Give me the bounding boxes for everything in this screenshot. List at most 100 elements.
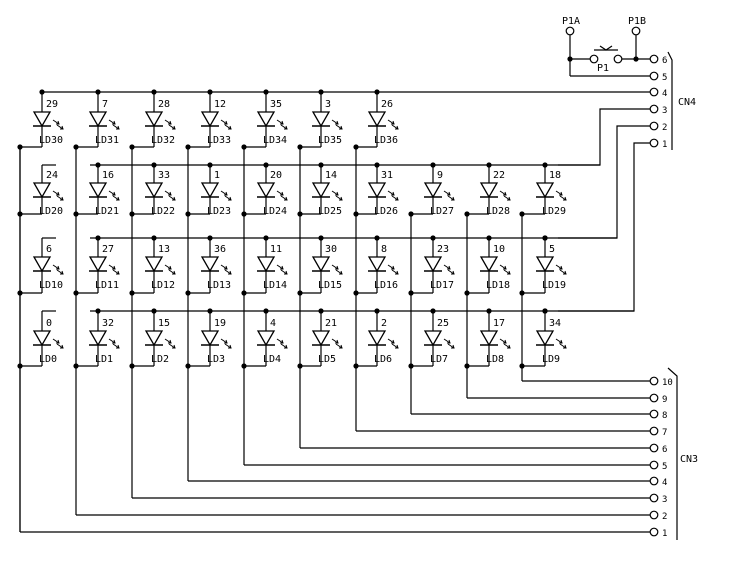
led-diode-icon — [144, 330, 176, 349]
led-diode-icon — [479, 330, 511, 349]
emission-arrow — [108, 119, 116, 125]
emission-arrow — [168, 195, 176, 201]
emission-arrowhead — [447, 265, 451, 270]
emission-arrowhead — [60, 196, 64, 201]
led-number-label: 21 — [325, 318, 337, 329]
cn4-pin-label: 3 — [662, 106, 667, 116]
led-triangle — [535, 256, 555, 273]
junction-dot — [430, 235, 436, 241]
row-to-cn4 — [558, 142, 652, 312]
emission-arrow — [443, 264, 451, 270]
row-to-cn4 — [558, 125, 652, 239]
emission-arrowhead — [280, 339, 284, 344]
emission-arrow — [276, 190, 284, 196]
emission-arrowhead — [284, 344, 288, 349]
emission-arrowhead — [507, 270, 511, 275]
emission-arrow — [224, 343, 232, 349]
junction-dot — [73, 363, 79, 369]
emission-arrow — [447, 269, 455, 275]
emission-arrowhead — [451, 344, 455, 349]
junction-dot — [464, 290, 470, 296]
led-diode-icon — [423, 256, 455, 275]
junction-dot — [297, 211, 303, 217]
led-name-label: LD13 — [207, 280, 231, 291]
led-triangle — [423, 182, 443, 199]
junction-dot — [542, 308, 548, 314]
emission-arrow — [331, 190, 339, 196]
led-name-label: LD19 — [542, 280, 566, 291]
components — [17, 26, 659, 537]
emission-arrowhead — [559, 265, 563, 270]
emission-arrowhead — [395, 344, 399, 349]
junction-dot — [129, 290, 135, 296]
junction-dot — [73, 144, 79, 150]
junction-dot — [464, 211, 470, 217]
emission-arrow — [52, 338, 60, 344]
led-number-label: 15 — [158, 318, 170, 329]
led-triangle — [200, 111, 220, 128]
junction-dot — [519, 363, 525, 369]
led-triangle — [479, 256, 499, 273]
emission-arrowhead — [563, 270, 567, 275]
cn4-pin-terminal — [649, 121, 659, 131]
led-diode-icon — [256, 111, 288, 130]
led-triangle — [200, 256, 220, 273]
switch-pin-b-label: P1B — [628, 16, 646, 27]
emission-arrow — [443, 190, 451, 196]
led-diode-icon — [144, 256, 176, 275]
led-diode-icon — [144, 182, 176, 201]
emission-arrow — [555, 190, 563, 196]
emission-arrowhead — [563, 196, 567, 201]
junction-dot — [519, 290, 525, 296]
led-number-label: 31 — [381, 170, 393, 181]
junction-dot — [263, 235, 269, 241]
emission-arrowhead — [391, 265, 395, 270]
emission-arrowhead — [224, 339, 228, 344]
emission-arrow — [108, 190, 116, 196]
cn3-pin-terminal — [649, 393, 659, 403]
led-number-label: 9 — [437, 170, 443, 181]
junction-dot — [263, 162, 269, 168]
junction-dot — [486, 308, 492, 314]
emission-arrow — [391, 195, 399, 201]
junction-dot — [95, 162, 101, 168]
emission-arrow — [559, 269, 567, 275]
emission-arrowhead — [168, 265, 172, 270]
led-diode-icon — [200, 111, 232, 130]
cn3-pin-terminal — [649, 493, 659, 503]
led-name-label: LD18 — [486, 280, 510, 291]
emission-arrow — [220, 264, 228, 270]
led-name-label: LD31 — [95, 135, 119, 146]
cn4-label: CN4 — [678, 97, 696, 108]
junction-dot — [374, 235, 380, 241]
led-diode-icon — [88, 111, 120, 130]
emission-arrowhead — [339, 125, 343, 130]
emission-arrow — [555, 264, 563, 270]
led-triangle — [88, 182, 108, 199]
led-number-label: 8 — [381, 244, 387, 255]
emission-arrow — [391, 269, 399, 275]
led-diode-icon — [311, 256, 343, 275]
cn4-pin-label: 6 — [662, 56, 667, 66]
emission-arrowhead — [335, 191, 339, 196]
cn3-pin-terminal — [649, 510, 659, 520]
emission-arrowhead — [559, 339, 563, 344]
led-name-label: LD25 — [318, 206, 342, 217]
led-diode-icon — [256, 330, 288, 349]
junction-dot — [318, 89, 324, 95]
led-diode-icon — [88, 182, 120, 201]
emission-arrow — [447, 195, 455, 201]
led-name-label: LD6 — [374, 354, 392, 365]
led-number-label: 12 — [214, 99, 226, 110]
emission-arrow — [447, 343, 455, 349]
junction-dot — [374, 162, 380, 168]
emission-arrow — [555, 338, 563, 344]
led-diode-icon — [200, 330, 232, 349]
led-number-label: 1 — [214, 170, 220, 181]
emission-arrowhead — [395, 196, 399, 201]
emission-arrowhead — [172, 196, 176, 201]
led-triangle — [256, 182, 276, 199]
emission-arrow — [280, 269, 288, 275]
junction-dot — [430, 308, 436, 314]
emission-arrowhead — [280, 265, 284, 270]
